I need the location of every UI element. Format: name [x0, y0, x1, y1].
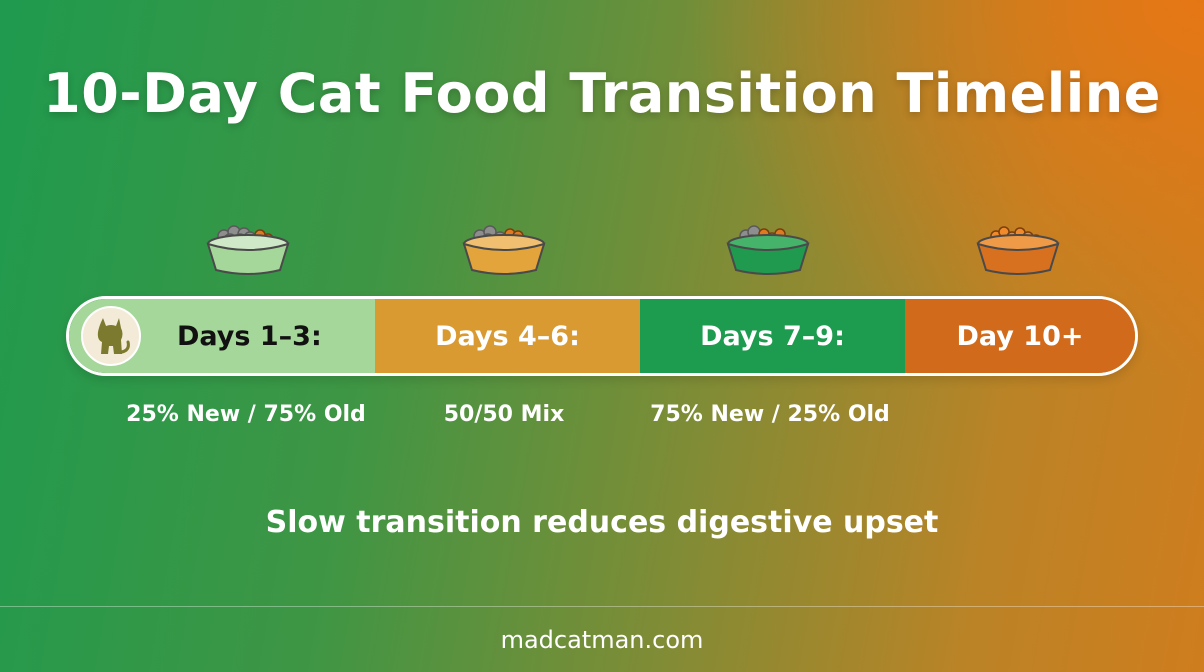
stage-segment-2: Days 4–6: — [375, 299, 640, 373]
stage-label: Days 4–6: — [435, 320, 580, 352]
food-bowl-icon — [726, 225, 810, 275]
stage-ratio: 50/50 Mix — [443, 402, 565, 427]
stage-ratio: 25% New / 75% Old — [126, 402, 366, 427]
stage-segment-4: Day 10+ — [905, 299, 1135, 373]
stage-ratio: 75% New / 25% Old — [650, 402, 890, 427]
food-bowl-icon — [976, 226, 1060, 275]
footer-divider — [0, 606, 1204, 607]
stage-segment-1: Days 1–3: — [69, 299, 375, 373]
stage-label: Day 10+ — [956, 320, 1084, 352]
cat-icon — [81, 306, 141, 366]
stage-label: Days 1–3: — [177, 320, 322, 352]
footer-link[interactable]: madcatman.com — [500, 626, 704, 654]
page-title: 10-Day Cat Food Transition Timeline — [43, 62, 1161, 125]
tagline: Slow transition reduces digestive upset — [265, 505, 939, 540]
food-bowl-icon — [206, 225, 290, 275]
stage-segment-3: Days 7–9: — [640, 299, 905, 373]
stage-label: Days 7–9: — [700, 320, 845, 352]
timeline-bar: Days 1–3: Days 4–6: Days 7–9: Day 10+ — [66, 296, 1138, 376]
food-bowl-icon — [462, 225, 546, 275]
